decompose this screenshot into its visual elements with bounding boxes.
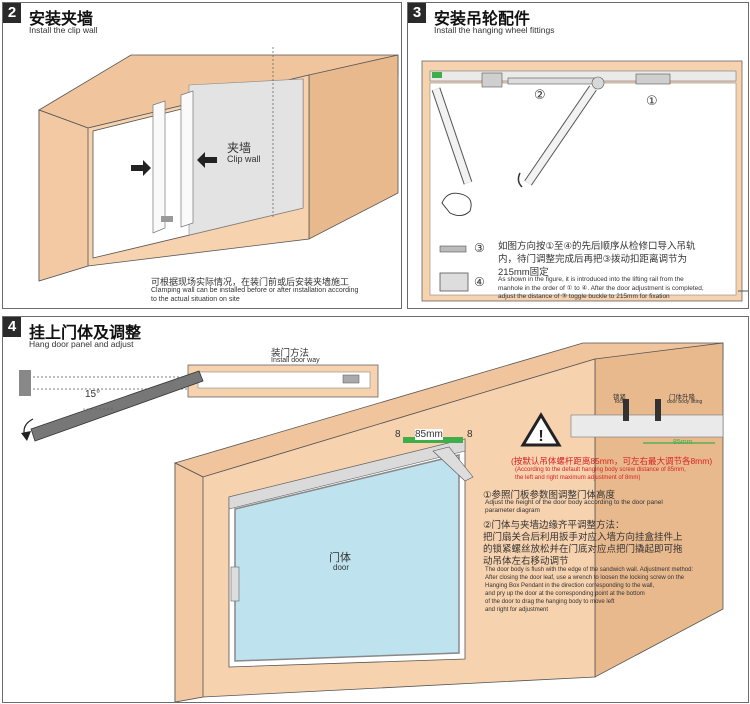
step-3-panel: 3 安装吊轮配件 Install the hanging wheel fitti… [407,2,749,309]
step-title-zh: 安装夹墙 [29,11,94,28]
install-way-en: Install door way [271,357,320,364]
desc-en-2: manhole in the order of ① to ④. After th… [498,285,704,292]
label-circle-4: ④ [474,275,485,289]
note-en-2: to the actual situation on site [151,296,240,303]
note-en-1: Clamping wall can be installed before or… [151,287,359,294]
angle-label: 15° [85,389,101,400]
item2-zh-1: ②门体与夹墙边缘齐平调整方法： [483,520,625,531]
warning-zh: (按默认吊体螺杆距离85mm，可左右最大调节各8mm) [511,456,713,466]
desc-zh-1: 如图方向按①至④的先后顺序从检修口导入吊轨 [498,241,696,252]
step-title-en: Install the hanging wheel fittings [434,25,555,35]
item2-en-1: The door body is flush with the edge of … [485,567,694,573]
warning-en-2: the left and right maximum adjustment of… [515,475,641,481]
lift-zh: 门体升降 [669,394,695,401]
install-way-zh: 装门方法 [271,348,310,359]
step-2-panel: 2 安装夹墙 Install the clip wall 夹墙 Clip wal… [2,2,402,309]
label-circle-1: ① [646,93,658,108]
step-title-zh: 安装吊轮配件 [434,11,531,28]
lift-en: door body lifting [667,399,703,405]
note-zh: 可根据现场实际情况，在装门前或后安装夹墙施工 [151,277,350,287]
step-title-en: Install the clip wall [29,25,98,35]
item2-zh-3: 的锁紧螺丝放松并在门底对应点把门撬起即可拖 [483,544,683,555]
desc-zh-3: 215mm固定 [498,267,549,278]
item2-zh-2: 把门扇关合后利用扳手对应入墙方向挂盒挂件上 [483,532,683,543]
label-circle-3: ③ [474,241,485,255]
clip-wall-label-zh: 夹墙 [227,141,252,155]
item2-en-5: of the door to drag the hanging body to … [485,599,615,605]
desc-en-3: adjust the distance of ③ toggle buckle t… [498,293,670,300]
desc-zh-2: 内，待门调整完成后再把③拨动扣距离调节为 [498,254,688,265]
dim-left: 8 [395,429,401,440]
desc-en-1: As shown in the figure, it is introduced… [498,276,684,283]
lock-en: lock [615,399,625,405]
label-circle-2: ② [534,87,546,102]
item2-en-2: After closing the door leaf, use a wrenc… [485,575,685,581]
item2-zh-4: 动吊体左右移动调节 [483,556,569,567]
clip-wall-label-en: Clip wall [227,154,261,164]
door-label-zh: 门体 [329,552,351,564]
hanging-wheel-illustration [421,60,748,302]
warning-en-1: (According to the default hanging body s… [515,467,686,473]
step-number: 3 [408,3,426,23]
dim-right: 8 [467,429,473,440]
step-number: 2 [3,3,21,23]
step-4-panel: 4 挂上门体及调整 Hang door panel and adjust [2,316,749,703]
hang-door-illustration: ! [19,342,724,702]
dim-mid: 85mm [415,429,443,440]
item1-en-1: Adjust the height of the door body accor… [485,499,663,506]
lock-zh: 锁紧 [613,394,626,401]
item1-en-2: parameter diagram [485,507,540,514]
dim-small: 85mm [673,439,693,446]
item1-zh: ①参照门板参数图调整门体高度 [483,490,616,501]
item2-en-4: and pry up the door at the corresponding… [485,591,645,597]
door-label-en: door [333,563,350,572]
step-title-zh: 挂上门体及调整 [29,325,142,342]
step-title-en: Hang door panel and adjust [29,339,134,349]
svg-text:!: ! [538,428,543,445]
step-number: 4 [3,317,21,337]
item2-en-3: Hanging Box Pendant in the direction cor… [485,583,655,589]
item2-en-6: and right for adjustment [485,607,549,613]
clip-wall-illustration [38,47,399,282]
